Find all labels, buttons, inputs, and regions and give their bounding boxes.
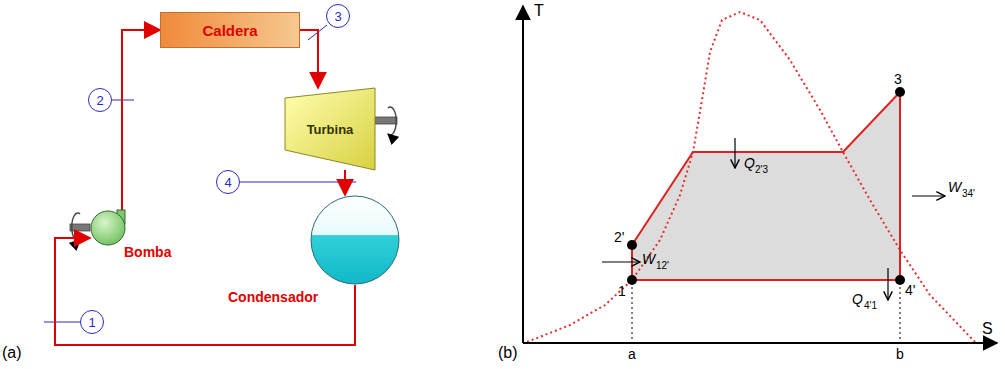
component-name: Turbina	[307, 122, 354, 137]
pipe-connector	[344, 170, 346, 195]
component-name: Caldera	[202, 22, 257, 39]
energy-label: 2'3	[755, 164, 768, 175]
panel-label: (b)	[498, 344, 518, 362]
diagram-label: 3	[894, 72, 902, 87]
state-number: 4	[216, 170, 240, 194]
turbine-shaft	[375, 107, 397, 135]
pump-shaft	[70, 213, 90, 241]
diagram-label: 2'	[614, 230, 624, 245]
state-leaders	[44, 25, 356, 322]
diagram-label: a	[628, 347, 636, 362]
component-name: Bomba	[124, 244, 171, 260]
energy-label: W	[642, 252, 655, 267]
pump-symbol: Bomba	[90, 210, 126, 246]
diagram-label: 4'	[905, 283, 915, 298]
state-number-text: 2	[96, 94, 103, 107]
state-number-text: 3	[334, 10, 341, 23]
energy-label: Q	[852, 292, 863, 307]
energy-label: W	[948, 180, 961, 195]
pump-outline	[90, 210, 126, 246]
state-number: 2	[88, 88, 112, 112]
state-number-text: 4	[224, 176, 231, 189]
energy-label: 4'1	[864, 300, 877, 311]
diagram-label: 1	[618, 284, 626, 299]
energy-label: Q	[744, 156, 755, 171]
state-number: 3	[326, 4, 350, 28]
pipe-connector	[300, 30, 318, 88]
component-name: Condensador	[228, 289, 318, 305]
diagram-label: T	[534, 2, 544, 20]
condenser-tank: Condensador	[310, 195, 400, 285]
state-number: 1	[80, 310, 104, 334]
diagram-label: b	[896, 347, 904, 362]
boiler-box: Caldera	[160, 12, 300, 48]
diagram-label: S	[982, 320, 993, 338]
pipe-connector	[55, 238, 355, 345]
pipe-connector	[122, 30, 160, 210]
ts-diagram	[523, 6, 997, 343]
energy-label: 12'	[656, 260, 669, 271]
turbine-shape: Turbina	[285, 88, 375, 170]
energy-label: 34'	[962, 188, 975, 199]
condenser-outline	[310, 195, 400, 285]
state-number-text: 1	[88, 316, 95, 329]
panel-label: (a)	[2, 344, 22, 362]
